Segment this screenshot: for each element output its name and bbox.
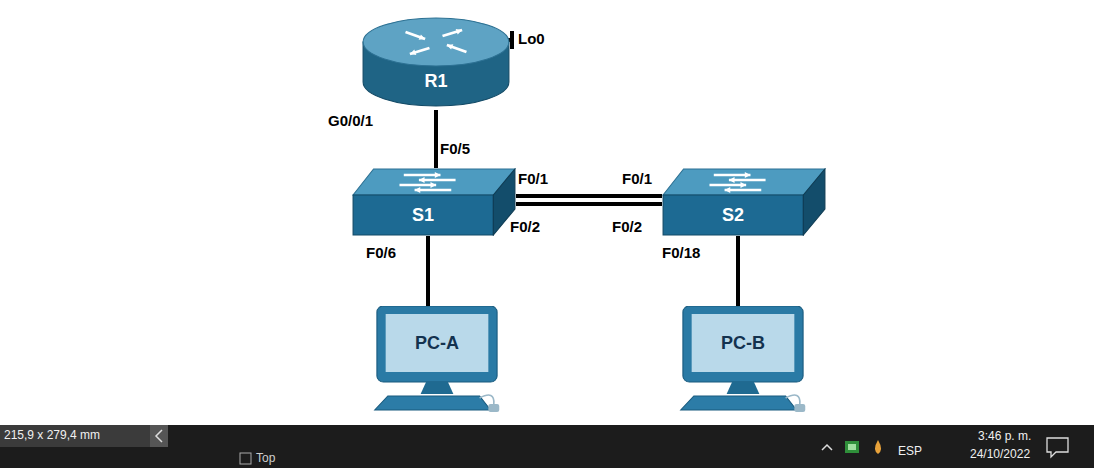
pc-symbol xyxy=(672,306,814,418)
cable xyxy=(736,236,740,306)
pc-icon: PC-B xyxy=(672,306,814,418)
router-symbol xyxy=(362,14,510,110)
switch-symbol xyxy=(662,168,826,236)
switch-symbol xyxy=(352,168,516,236)
cable xyxy=(516,194,662,198)
pc-icon: PC-A xyxy=(366,306,508,418)
interface-label: F0/1 xyxy=(622,170,652,188)
cable xyxy=(426,236,430,306)
device-name: S1 xyxy=(352,196,494,234)
taskbar xyxy=(0,425,1094,468)
switch-icon: S2 xyxy=(662,168,826,236)
interface-label: F0/18 xyxy=(662,244,700,262)
interface-label: G0/0/1 xyxy=(328,112,373,130)
interface-label: F0/6 xyxy=(366,244,396,262)
switch-icon: S1 xyxy=(352,168,516,236)
device-name: PC-A xyxy=(384,314,490,372)
cable xyxy=(516,202,662,206)
interface-label: F0/5 xyxy=(440,140,470,158)
interface-label: F0/2 xyxy=(612,218,642,236)
cable xyxy=(434,110,438,168)
interface-label: F0/1 xyxy=(518,170,548,188)
router-icon: R1 xyxy=(362,14,510,110)
device-name: PC-B xyxy=(690,314,796,372)
interface-label: F0/2 xyxy=(510,218,540,236)
device-name: R1 xyxy=(362,64,510,98)
taskbar-text: 24/10/2022 xyxy=(970,447,1030,461)
taskbar-text: 3:46 p. m. xyxy=(978,429,1031,443)
taskbar-text: 215,9 x 279,4 mm xyxy=(4,428,100,442)
taskbar-text: ESP xyxy=(898,444,922,458)
taskbar-text: Top xyxy=(256,451,275,465)
interface-label: Lo0 xyxy=(518,30,545,48)
pc-symbol xyxy=(366,306,508,418)
device-name: S2 xyxy=(662,196,804,234)
